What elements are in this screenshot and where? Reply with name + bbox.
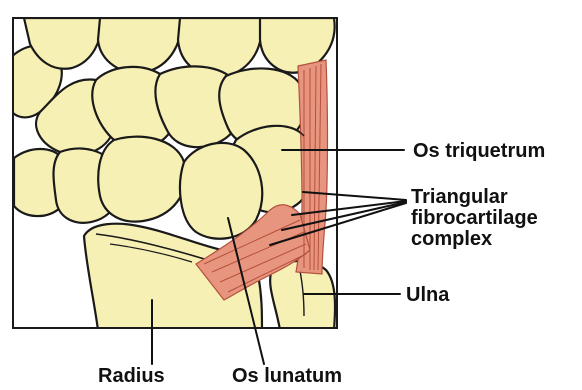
os-triquetrum-label: Os triquetrum <box>413 141 545 162</box>
carpal-bone-3 <box>98 18 181 73</box>
tfcc-label-line-2: fibrocartilage <box>411 208 538 229</box>
tfcc-label: Triangular fibrocartilage complex <box>411 187 538 250</box>
tfcc-label-line-3: complex <box>411 229 538 250</box>
os-lunatum-bone <box>180 143 262 239</box>
tfcc-label-line-1: Triangular <box>411 187 538 208</box>
radius-label: Radius <box>98 366 165 387</box>
scaphoid-bone <box>98 137 186 222</box>
os-lunatum-label: Os lunatum <box>232 366 342 387</box>
ulna-label: Ulna <box>406 285 449 306</box>
